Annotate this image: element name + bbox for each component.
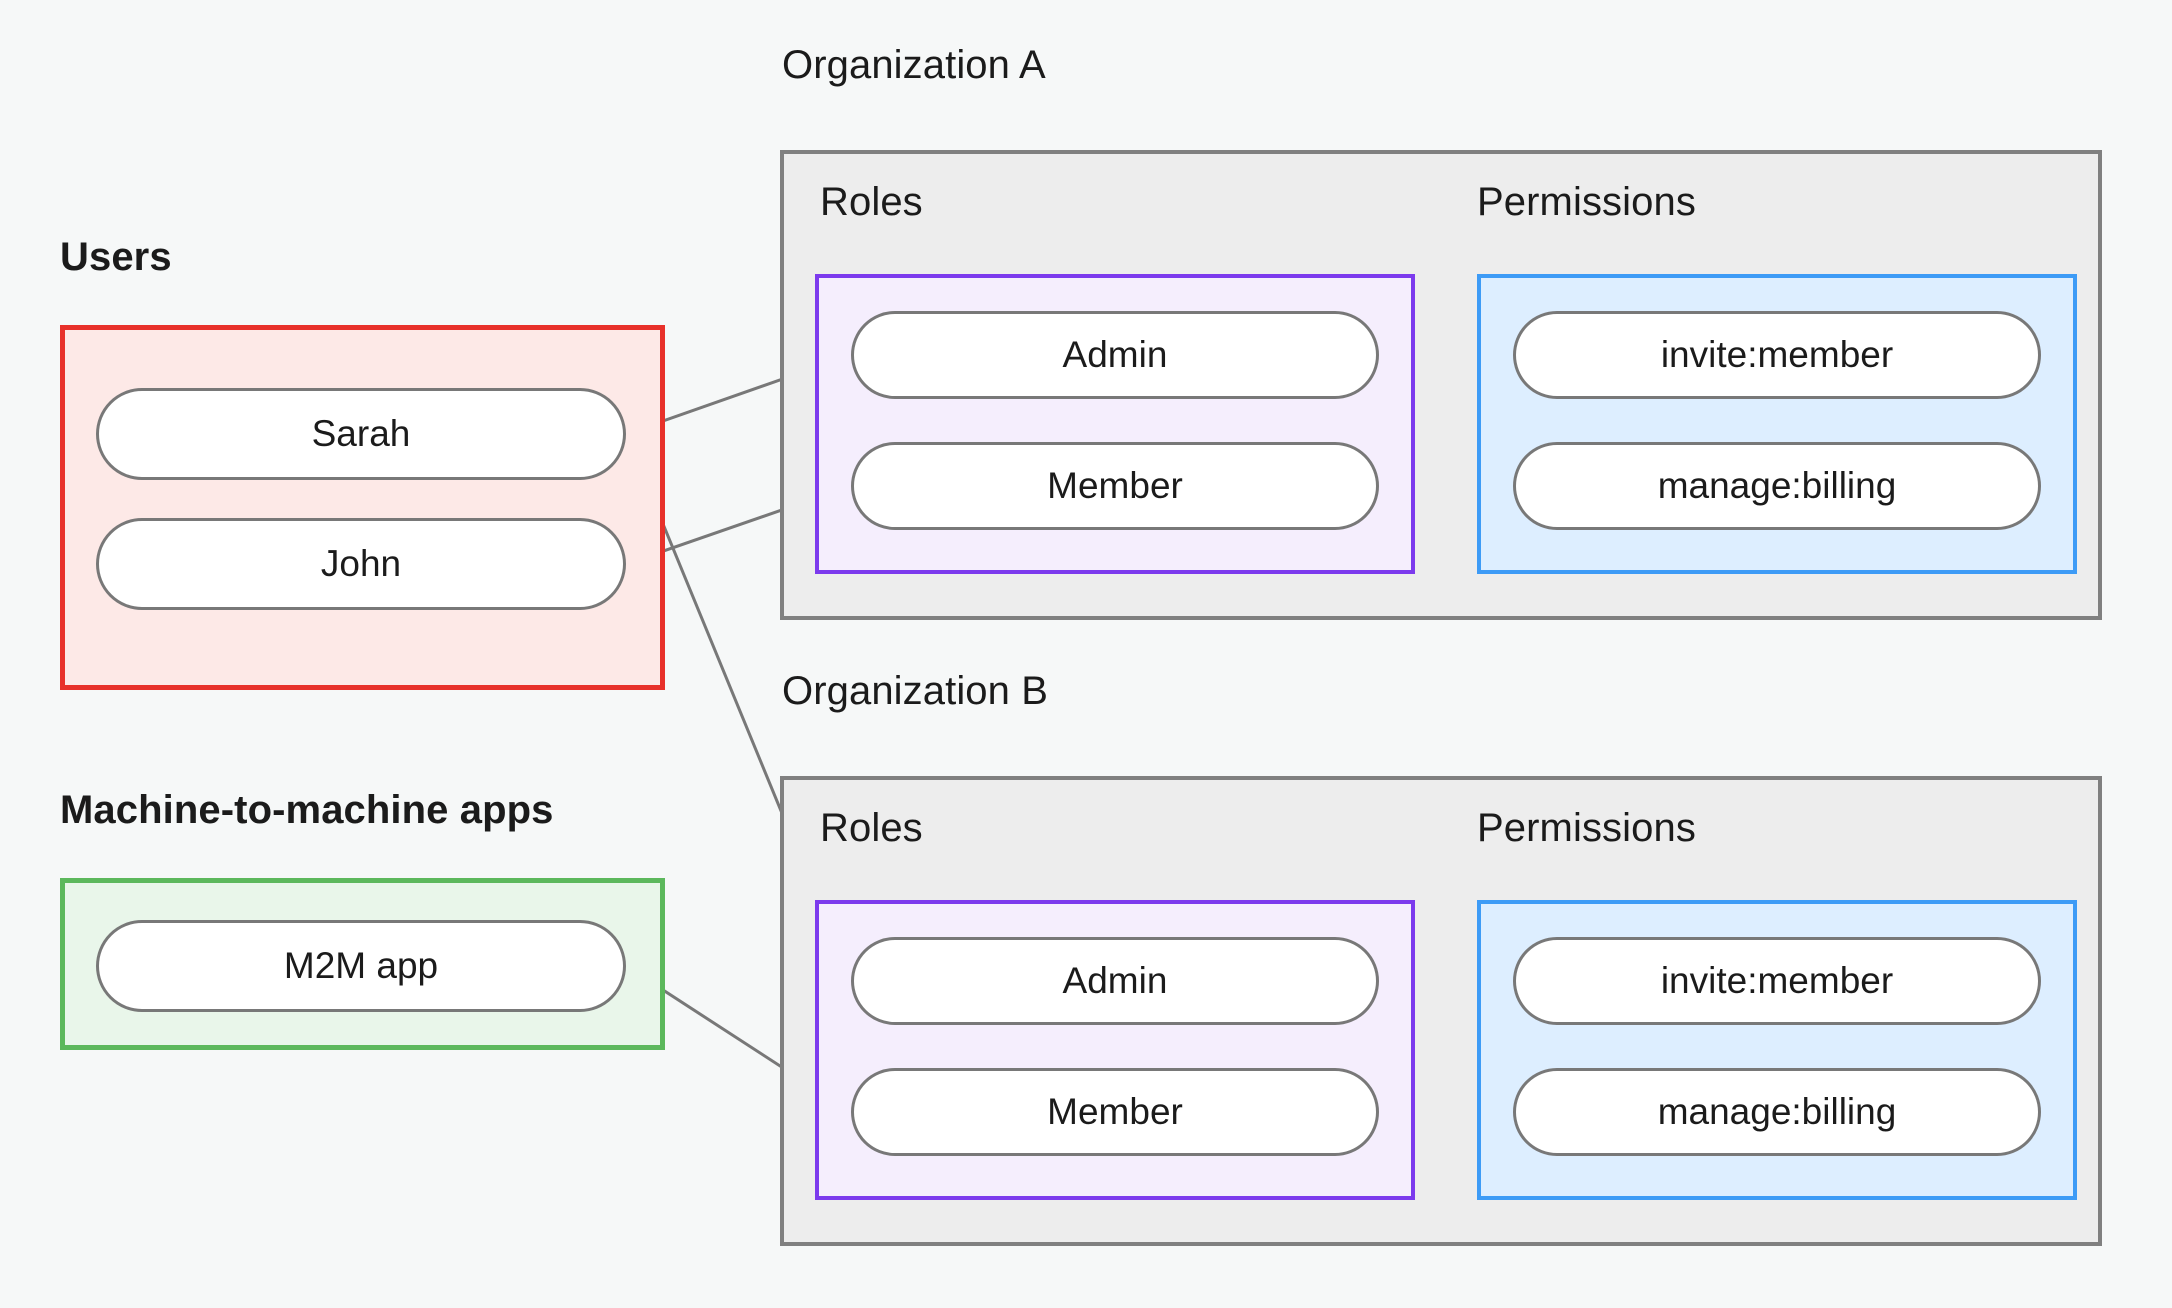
user-node-sarah[interactable]: Sarah bbox=[96, 388, 626, 480]
user-node-john-label: John bbox=[320, 543, 402, 584]
organization-b-permission-invite-member-label: invite:member bbox=[1660, 960, 1894, 1001]
organization-a-role-member-label: Member bbox=[1047, 465, 1183, 506]
organization-b-permissions-title: Permissions bbox=[1477, 806, 1696, 850]
organization-a-role-admin-label: Admin bbox=[1062, 334, 1168, 375]
organization-a-permission-invite-member[interactable]: invite:member bbox=[1513, 311, 2041, 399]
organization-b-permission-manage-billing[interactable]: manage:billing bbox=[1513, 1068, 2041, 1156]
organization-b-roles-title: Roles bbox=[820, 806, 923, 850]
users-group-title: Users bbox=[60, 235, 172, 279]
users-group-frame bbox=[60, 325, 665, 690]
organization-a-permission-manage-billing-label: manage:billing bbox=[1657, 465, 1897, 506]
organization-b-role-admin-label: Admin bbox=[1062, 960, 1168, 1001]
organization-b-role-member-label: Member bbox=[1047, 1091, 1183, 1132]
organization-a-permission-invite-member-label: invite:member bbox=[1660, 334, 1894, 375]
organization-a-title: Organization A bbox=[782, 43, 1046, 87]
organization-b-permission-manage-billing-label: manage:billing bbox=[1657, 1091, 1897, 1132]
m2m-node-app[interactable]: M2M app bbox=[96, 920, 626, 1012]
organization-b-role-admin[interactable]: Admin bbox=[851, 937, 1379, 1025]
organization-a-role-admin[interactable]: Admin bbox=[851, 311, 1379, 399]
organization-b-title: Organization B bbox=[782, 669, 1048, 713]
m2m-node-app-label: M2M app bbox=[283, 945, 439, 986]
organization-a-permissions-title: Permissions bbox=[1477, 180, 1696, 224]
organization-b-permission-invite-member[interactable]: invite:member bbox=[1513, 937, 2041, 1025]
m2m-group-title: Machine-to-machine apps bbox=[60, 788, 554, 832]
user-node-sarah-label: Sarah bbox=[311, 413, 411, 454]
organization-a-roles-title: Roles bbox=[820, 180, 923, 224]
organization-b-role-member[interactable]: Member bbox=[851, 1068, 1379, 1156]
user-node-john[interactable]: John bbox=[96, 518, 626, 610]
organization-a-permission-manage-billing[interactable]: manage:billing bbox=[1513, 442, 2041, 530]
organization-a-role-member[interactable]: Member bbox=[851, 442, 1379, 530]
